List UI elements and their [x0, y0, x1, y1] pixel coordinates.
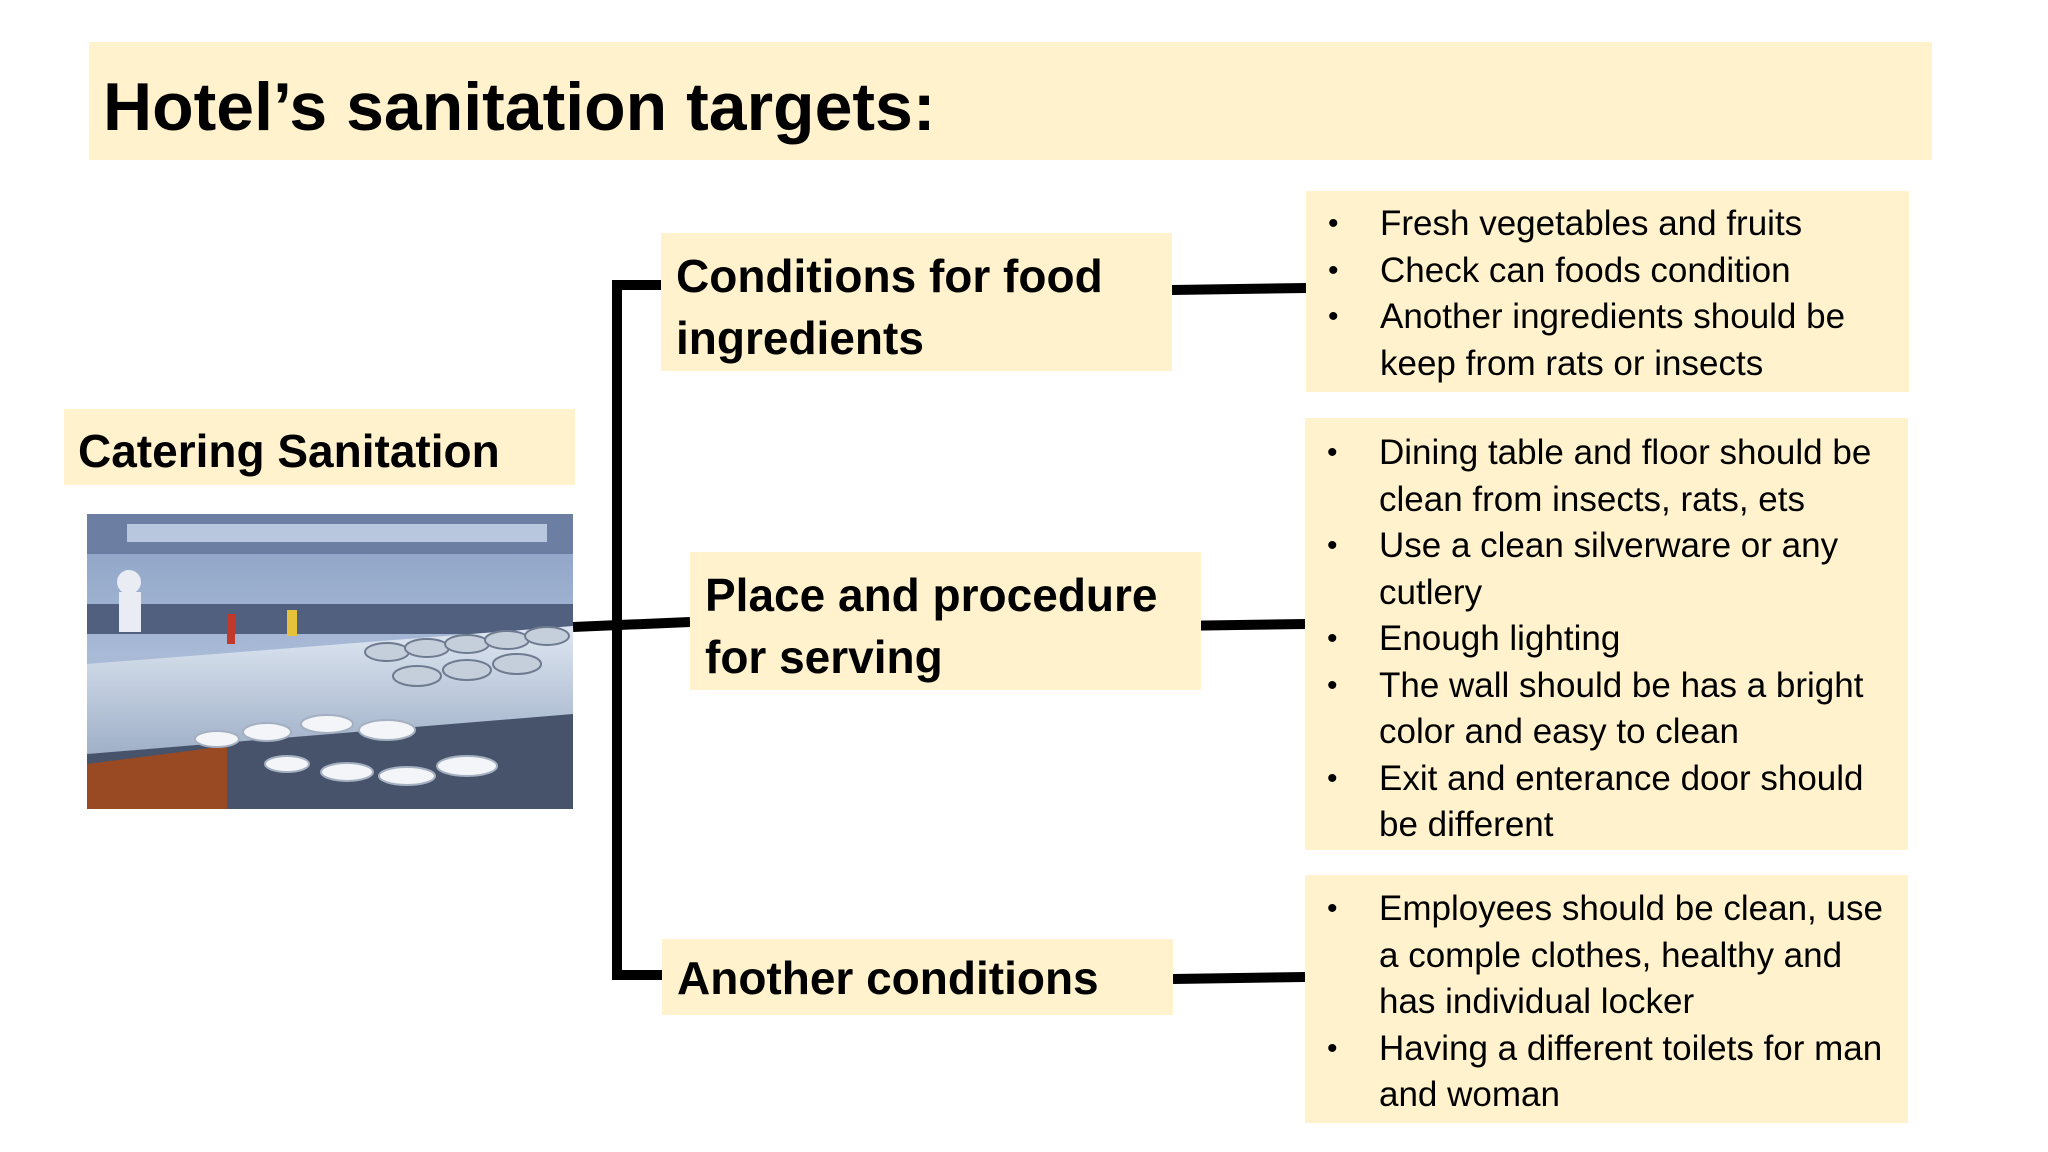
list-item: •Dining table and floor should be clean …: [1327, 430, 1898, 523]
bullet-icon: •: [1328, 253, 1339, 287]
list-item: •Enough lighting: [1327, 616, 1898, 663]
list-item: •The wall should be has a bright color a…: [1327, 663, 1898, 756]
bullet-icon: •: [1327, 1031, 1338, 1065]
kitchen-image: [87, 514, 573, 809]
bullet-icon: •: [1327, 892, 1338, 925]
list-item: •Exit and enterance door should be diffe…: [1327, 756, 1898, 849]
branch-node-another: Another conditions: [662, 939, 1173, 1015]
branch-label: Place and procedure for serving: [705, 569, 1158, 683]
list-item: •Having a different toilets for man and …: [1327, 1026, 1898, 1119]
detail-list-another: •Employees should be clean, use a comple…: [1305, 875, 1908, 1123]
page-title: Hotel’s sanitation targets:: [103, 69, 936, 145]
detail-list-serving: •Dining table and floor should be clean …: [1305, 418, 1908, 850]
list-item: •Check can foods condition: [1328, 248, 1899, 295]
root-node: Catering Sanitation: [64, 409, 575, 485]
title-banner: Hotel’s sanitation targets:: [89, 42, 1932, 160]
branch-label: Conditions for food ingredients: [676, 250, 1103, 364]
bullet-icon: •: [1328, 300, 1339, 333]
bullet-icon: •: [1327, 668, 1338, 702]
branch-node-food-ingredients: Conditions for food ingredients: [661, 233, 1172, 371]
detail-list-food-ingredients: •Fresh vegetables and fruits •Check can …: [1306, 191, 1909, 392]
bullet-icon: •: [1327, 529, 1338, 562]
bullet-icon: •: [1327, 622, 1338, 655]
branch-label: Another conditions: [677, 952, 1099, 1004]
bullet-icon: •: [1328, 207, 1339, 240]
root-label: Catering Sanitation: [78, 425, 500, 477]
list-item: •Fresh vegetables and fruits: [1328, 201, 1899, 248]
detail-connector-3: [1172, 972, 1306, 984]
list-item: •Employees should be clean, use a comple…: [1327, 886, 1898, 1026]
bullet-icon: •: [1327, 761, 1338, 795]
root-connector: [572, 617, 691, 632]
list-item: •Use a clean silverware or any cutlery: [1327, 523, 1898, 616]
list-item: •Another ingredients should be keep from…: [1328, 294, 1899, 387]
bullet-icon: •: [1327, 436, 1338, 469]
detail-connector-1: [1171, 283, 1307, 295]
branch-node-serving: Place and procedure for serving: [690, 552, 1201, 690]
